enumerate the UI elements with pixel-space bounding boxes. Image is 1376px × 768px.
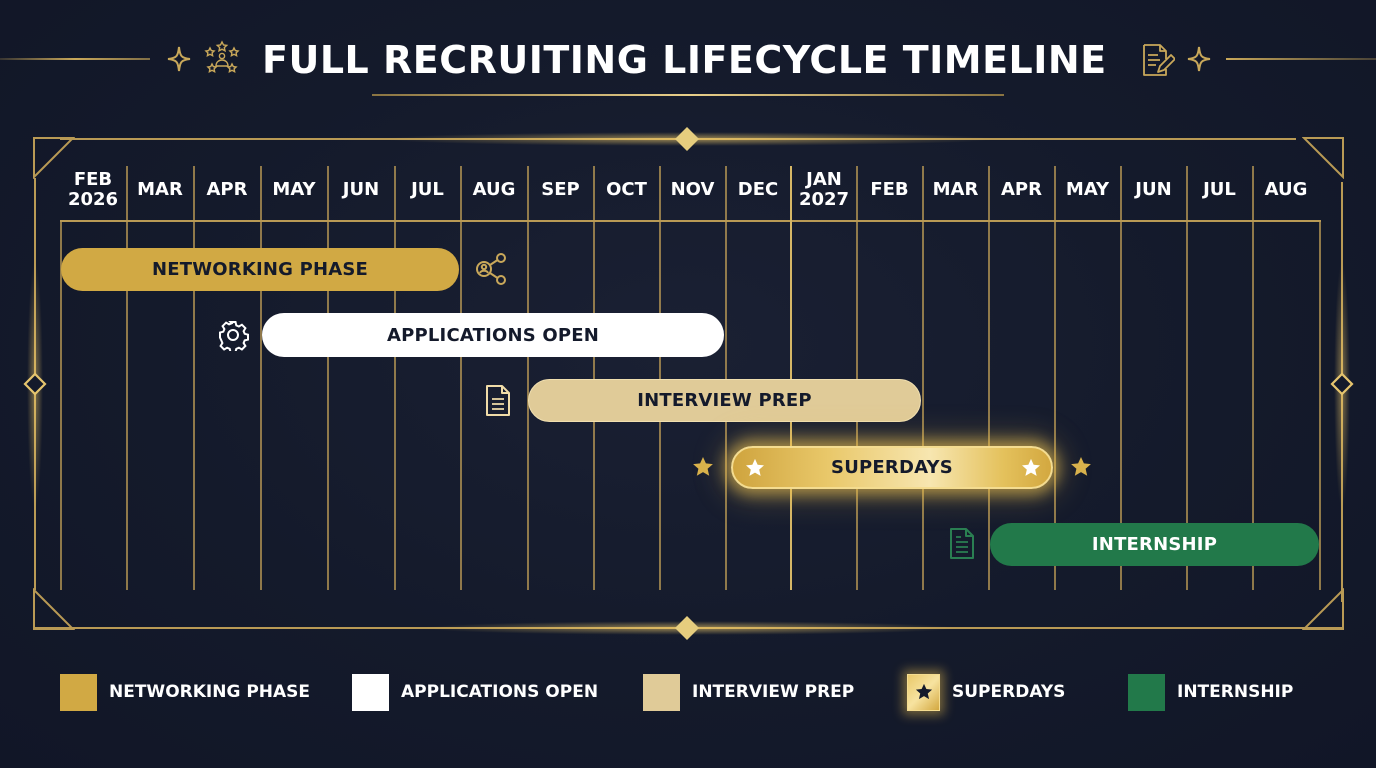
document-icon xyxy=(484,384,512,418)
gridline xyxy=(394,166,396,590)
legend-item-networking[interactable]: NETWORKING PHASE xyxy=(60,673,310,711)
month-label: DEC xyxy=(737,179,779,200)
bar-label: SUPERDAYS xyxy=(831,457,953,478)
page-title: FULL RECRUITING LIFECYCLE TIMELINE xyxy=(262,38,1107,82)
bar-networking-phase[interactable]: NETWORKING PHASE xyxy=(61,248,459,291)
gridline xyxy=(460,166,462,590)
corner-bottom-left xyxy=(33,588,75,630)
month-name: JAN xyxy=(806,169,842,190)
gridline xyxy=(725,166,727,590)
document-edit-icon xyxy=(1140,42,1176,78)
grid-right-edge xyxy=(1319,220,1321,590)
legend-item-superdays[interactable]: SUPERDAYS xyxy=(907,673,1065,711)
corner-top-left xyxy=(33,137,75,179)
month-label: APR xyxy=(1001,179,1042,200)
month-label: JUL xyxy=(411,179,444,200)
month-label: JUN xyxy=(1135,179,1172,200)
bar-label: NETWORKING PHASE xyxy=(151,259,369,280)
legend-swatch xyxy=(60,673,97,711)
gridline xyxy=(1054,166,1056,590)
diamond-icon xyxy=(674,615,700,641)
gridline xyxy=(126,166,128,590)
diamond-icon xyxy=(674,126,700,152)
legend-label: NETWORKING PHASE xyxy=(109,682,311,702)
gridline xyxy=(659,166,661,590)
gridline xyxy=(922,166,924,590)
legend-swatch xyxy=(907,673,940,711)
month-label: FEB xyxy=(870,179,909,200)
legend-label: APPLICATIONS OPEN xyxy=(401,682,599,702)
month-label: AUG xyxy=(472,179,516,200)
legend-item-applications[interactable]: APPLICATIONS OPEN xyxy=(352,673,598,711)
legend-label: INTERNSHIP xyxy=(1177,682,1294,702)
star-icon xyxy=(743,456,767,480)
share-network-icon xyxy=(472,251,510,287)
legend-label: INTERVIEW PREP xyxy=(692,682,855,702)
bar-interview-prep[interactable]: INTERVIEW PREP xyxy=(528,379,921,422)
month-label: JAN 2027 xyxy=(792,165,856,215)
month-label: JUL xyxy=(1203,179,1236,200)
legend-swatch xyxy=(643,673,680,711)
month-label: MAR xyxy=(932,179,979,200)
bar-label: INTERNSHIP xyxy=(1091,534,1218,555)
header-separator xyxy=(60,220,1321,222)
title-underline xyxy=(372,94,1004,96)
gridline xyxy=(988,166,990,590)
gridline xyxy=(856,166,858,590)
legend-swatch xyxy=(352,673,389,711)
sparkle-icon xyxy=(1186,46,1212,72)
bar-applications-open[interactable]: APPLICATIONS OPEN xyxy=(262,313,724,357)
corner-bottom-right xyxy=(1302,588,1344,630)
sparkle-icon xyxy=(166,46,192,72)
month-label: OCT xyxy=(606,179,647,200)
gridline xyxy=(1120,166,1122,590)
title-rule-right xyxy=(1226,58,1376,60)
title-rule-left xyxy=(0,58,150,60)
star-icon xyxy=(1069,455,1093,479)
gear-icon xyxy=(216,318,250,352)
month-label: JUN xyxy=(342,179,380,200)
legend-item-internship[interactable]: INTERNSHIP xyxy=(1128,673,1293,711)
bar-internship[interactable]: INTERNSHIP xyxy=(990,523,1319,566)
month-label: SEP xyxy=(541,179,580,200)
legend-item-interview-prep[interactable]: INTERVIEW PREP xyxy=(643,673,854,711)
month-name: FEB xyxy=(73,169,113,190)
corner-top-right xyxy=(1302,137,1344,179)
month-label: APR xyxy=(206,179,248,200)
legend-label: SUPERDAYS xyxy=(952,682,1066,702)
year-boundary-line xyxy=(790,166,792,590)
month-year: 2027 xyxy=(798,189,850,210)
gridline xyxy=(527,166,529,590)
month-label: MAY xyxy=(272,179,316,200)
gridline xyxy=(260,166,262,590)
legend-swatch xyxy=(1128,673,1165,711)
month-label: FEB 2026 xyxy=(60,165,126,215)
bar-label: APPLICATIONS OPEN xyxy=(386,324,600,346)
bar-superdays[interactable]: SUPERDAYS xyxy=(731,446,1053,489)
diamond-outline-icon xyxy=(23,372,47,396)
month-label: MAR xyxy=(137,179,183,200)
grid-left-edge xyxy=(60,220,62,590)
gridline xyxy=(327,166,329,590)
document-icon xyxy=(948,527,976,561)
month-label: AUG xyxy=(1264,179,1308,200)
diamond-outline-icon xyxy=(1330,372,1354,396)
month-year: 2026 xyxy=(67,189,119,210)
star-icon xyxy=(691,455,715,479)
gridline xyxy=(1186,166,1188,590)
bar-label: INTERVIEW PREP xyxy=(637,390,812,411)
gridline xyxy=(193,166,195,590)
month-label: NOV xyxy=(670,179,715,200)
gridline xyxy=(593,166,595,590)
stars-cluster-icon xyxy=(202,40,242,78)
gridline xyxy=(1252,166,1254,590)
star-icon xyxy=(1019,456,1043,480)
star-icon xyxy=(915,683,932,700)
month-label: MAY xyxy=(1065,179,1110,200)
